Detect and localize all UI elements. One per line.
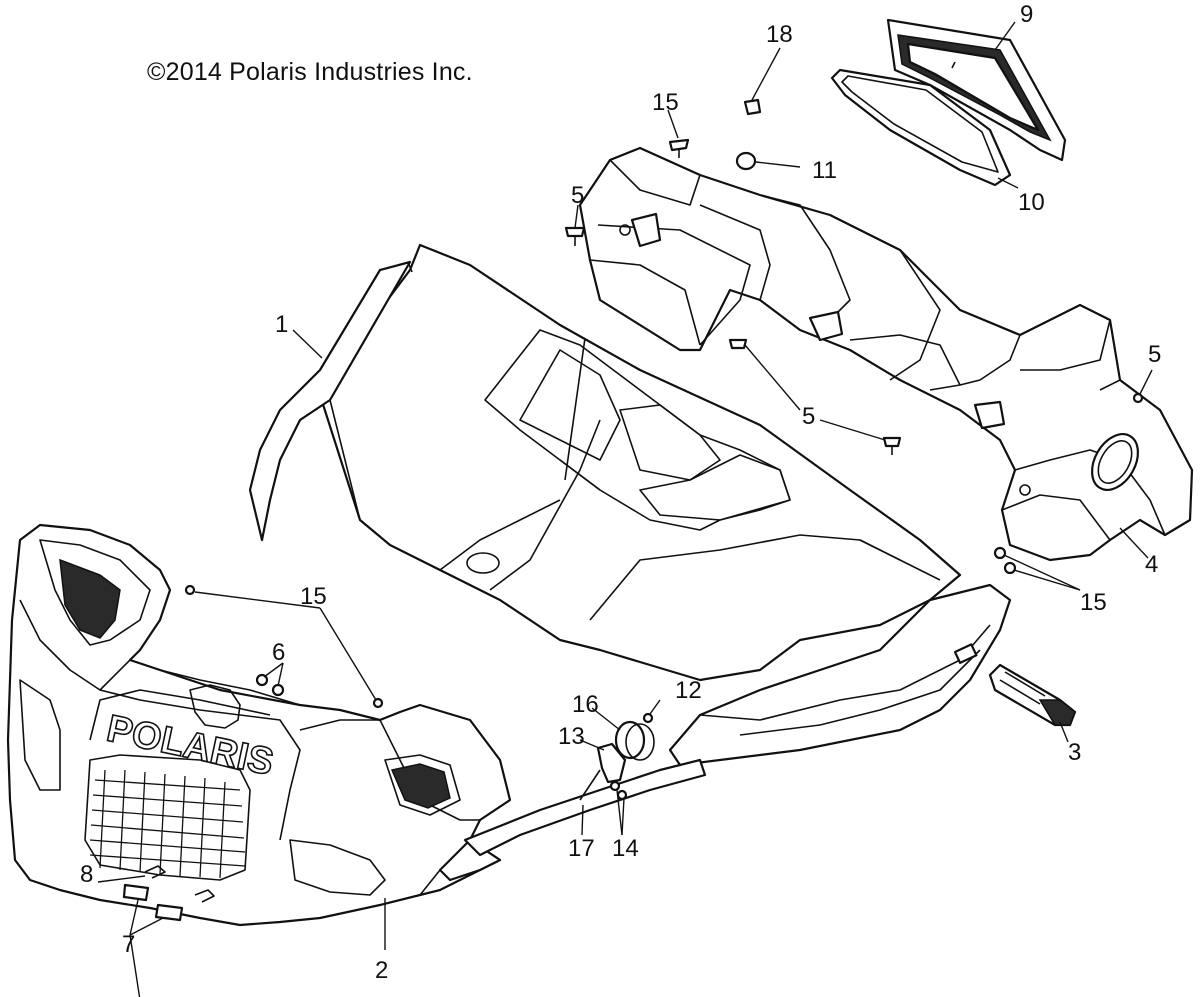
callout-15-right: 15 (1080, 589, 1107, 616)
callout-15-top: 15 (652, 89, 679, 116)
part-5-screw (1132, 392, 1144, 404)
part-15-screw (372, 697, 384, 709)
part-18-clip (743, 98, 762, 116)
part-11-grommet (735, 151, 757, 171)
callout-12: 12 (675, 677, 702, 704)
part-7-pin (154, 903, 184, 922)
callout-6: 6 (272, 639, 285, 666)
callout-11: 11 (812, 157, 837, 184)
part-5-screw (728, 338, 748, 350)
callout-18: 18 (766, 21, 793, 48)
callout-8: 8 (80, 861, 93, 888)
callout-5-left: 5 (571, 182, 584, 209)
part-8-clip (194, 889, 215, 903)
part-15-screw (1003, 561, 1017, 575)
copyright-notice: ©2014 Polaris Industries Inc. (147, 58, 473, 86)
part-1-hood (248, 243, 962, 682)
callout-7: 7 (122, 931, 135, 958)
part-14-nut (609, 780, 621, 792)
part-17-bolt (579, 769, 601, 801)
callout-14: 14 (612, 835, 639, 862)
callout-9: 9 (1020, 1, 1033, 28)
part-1-fender (668, 583, 1012, 767)
part-15-screw (993, 546, 1007, 560)
part-15-screw (184, 584, 196, 596)
part-6-screw (271, 683, 285, 697)
callout-2: 2 (375, 957, 388, 984)
part-2-front-fascia: POLARIS (6, 523, 512, 927)
part-4-headlight-pod (578, 146, 1194, 562)
part-13-bracket (596, 742, 627, 784)
part-16-bumper (614, 720, 655, 761)
part-5-screw (564, 226, 586, 238)
callout-10: 10 (1018, 189, 1045, 216)
callout-5-right: 5 (1148, 341, 1161, 368)
part-3-grab-handle (988, 663, 1077, 727)
leader-lines (97, 21, 1153, 997)
part-12-nut (642, 712, 654, 724)
part-7-pin (122, 883, 150, 902)
part-14-nut (616, 789, 628, 801)
callout-5-middle: 5 (802, 403, 815, 430)
callout-numbers: 1 2 3 4 5 5 5 6 7 8 9 10 11 12 13 14 15 … (80, 1, 1161, 984)
callout-3: 3 (1068, 739, 1081, 766)
part-8-clip (144, 865, 166, 879)
callout-17: 17 (568, 835, 595, 862)
callout-4: 4 (1145, 551, 1158, 578)
part-9-lens-frame (886, 18, 1067, 162)
front-rail (463, 758, 707, 857)
callout-1: 1 (275, 311, 288, 338)
part-10-lens-seal (830, 68, 1012, 187)
callout-13: 13 (558, 723, 585, 750)
callout-16: 16 (572, 691, 599, 718)
grille-mesh (89, 769, 246, 879)
part-15-screw (668, 138, 690, 152)
part-5-screw (882, 436, 902, 448)
fasteners (122, 98, 1144, 922)
callout-15-left: 15 (300, 583, 327, 610)
